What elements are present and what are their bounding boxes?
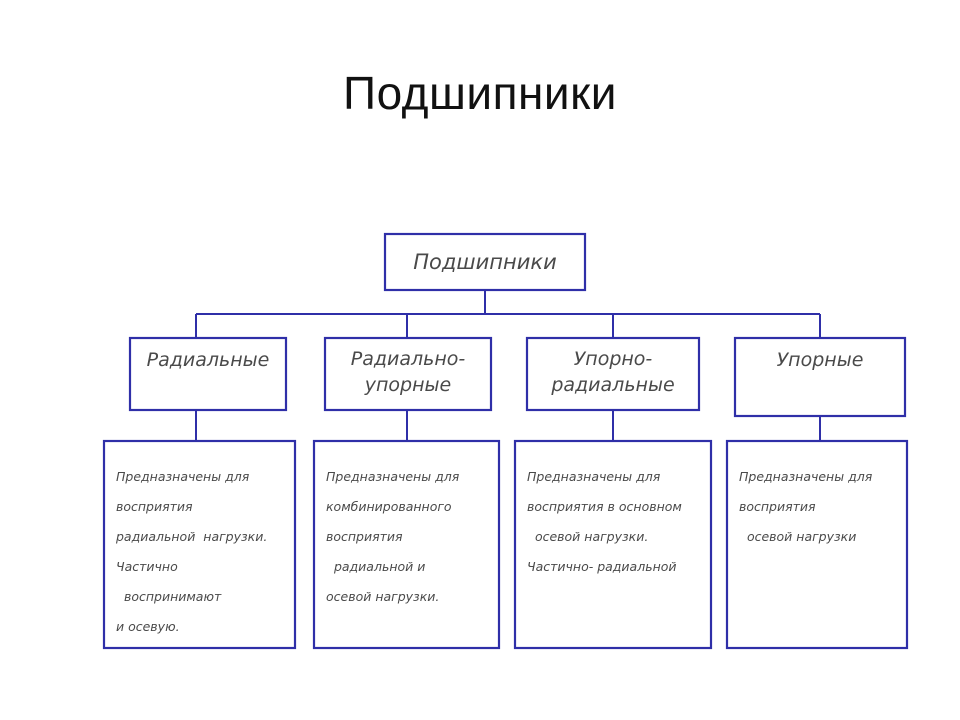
category-label: упорные xyxy=(364,374,451,396)
description-box xyxy=(312,439,501,650)
description-line: воспринимают xyxy=(116,589,222,604)
category-node: Радиальные xyxy=(128,336,288,412)
description-line: осевой нагрузки xyxy=(739,529,856,544)
category-label: Упорные xyxy=(777,349,864,371)
category-label: Радиально- xyxy=(351,348,466,370)
description-line: восприятия xyxy=(116,499,193,514)
description-line: Предназначены для xyxy=(527,469,661,484)
description-line: комбинированного xyxy=(326,499,452,514)
description-node: Предназначены для комбинированного восприя… xyxy=(312,439,501,650)
category-label: радиальные xyxy=(550,374,674,396)
description-line: Предназначены для xyxy=(116,469,250,484)
description-line: осевой нагрузки. xyxy=(527,529,648,544)
category-label: Упорно- xyxy=(574,348,653,370)
category-node: Упорные xyxy=(733,336,907,418)
description-line: и осевую. xyxy=(116,619,180,634)
description-line: радиальной и xyxy=(326,559,425,574)
description-node: Предназначены для восприятия в основном о… xyxy=(513,439,713,650)
connector-lines xyxy=(195,290,821,441)
description-line: осевой нагрузки. xyxy=(326,589,439,604)
description-line: Предназначены для xyxy=(739,469,873,484)
description-line: радиальной нагрузки. xyxy=(115,529,267,544)
description-box xyxy=(725,439,909,650)
root-label: Подшипники xyxy=(413,250,556,274)
page-title: Подшипники xyxy=(343,67,617,119)
description-box xyxy=(102,439,297,650)
category-box xyxy=(525,336,701,412)
category-box xyxy=(128,336,288,412)
category-box xyxy=(323,336,493,412)
category-box xyxy=(733,336,907,418)
category-nodes: Радиальные Радиально-упорные Упорно-радиал… xyxy=(128,336,907,418)
description-line: восприятия xyxy=(739,499,816,514)
description-line: восприятия в основном xyxy=(527,499,682,514)
description-line: Частично- радиальной xyxy=(527,559,677,574)
description-node: Предназначены для восприятия осевой нагру… xyxy=(725,439,909,650)
description-line: Предназначены для xyxy=(326,469,460,484)
root-node: Подшипники xyxy=(383,232,587,292)
description-line: восприятия xyxy=(326,529,403,544)
description-nodes: Предназначены для восприятия радиальной на… xyxy=(102,439,909,650)
category-label: Радиальные xyxy=(147,349,270,371)
description-box xyxy=(513,439,713,650)
root-box xyxy=(383,232,587,292)
description-node: Предназначены для восприятия радиальной на… xyxy=(102,439,297,650)
category-node: Упорно-радиальные xyxy=(525,336,701,412)
description-line: Частично xyxy=(116,559,178,574)
category-node: Радиально-упорные xyxy=(323,336,493,412)
